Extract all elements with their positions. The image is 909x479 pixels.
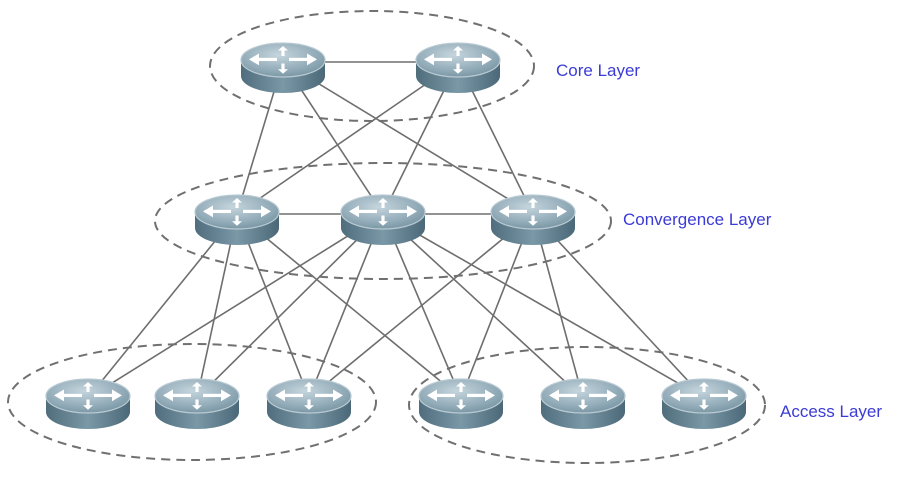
- router-icon-access-1: [45, 378, 131, 430]
- core-layer-label: Core Layer: [556, 61, 640, 80]
- router-icon-conv-1: [194, 194, 280, 246]
- link-core-2-conv-1: [236, 61, 459, 215]
- convergence-layer-boundary: [154, 162, 612, 280]
- layer-groups: [7, 10, 766, 464]
- router-icon-core-1: [240, 42, 326, 94]
- access-layer-right-boundary: [408, 346, 766, 464]
- routers: [45, 42, 747, 430]
- link-conv-1-access-3: [236, 213, 310, 399]
- core-layer-boundary: [209, 10, 535, 122]
- link-conv-2-access-3: [308, 213, 384, 399]
- router-icon-access-6: [661, 378, 747, 430]
- access-layer-label: Access Layer: [780, 402, 882, 421]
- link-conv-1-access-1: [87, 213, 238, 399]
- link-conv-1-access-4: [236, 213, 462, 399]
- link-conv-3-access-3: [308, 213, 534, 399]
- access-layer-left-boundary: [7, 343, 377, 461]
- router-icon-access-3: [266, 378, 352, 430]
- router-icon-access-4: [418, 378, 504, 430]
- link-conv-3-access-6: [532, 213, 705, 399]
- router-icon-access-5: [540, 378, 626, 430]
- link-conv-3-access-4: [460, 213, 534, 399]
- convergence-layer-label: Convergence Layer: [623, 210, 772, 229]
- link-conv-2-access-2: [196, 213, 384, 399]
- link-conv-2-access-5: [382, 213, 584, 399]
- link-core-1-conv-3: [282, 61, 534, 215]
- link-conv-2-access-1: [87, 213, 384, 399]
- link-conv-3-access-5: [532, 213, 584, 399]
- link-conv-2-access-6: [382, 213, 705, 399]
- router-icon-conv-2: [340, 194, 426, 246]
- router-icon-access-2: [154, 378, 240, 430]
- router-icon-core-2: [415, 42, 501, 94]
- router-icon-conv-3: [490, 194, 576, 246]
